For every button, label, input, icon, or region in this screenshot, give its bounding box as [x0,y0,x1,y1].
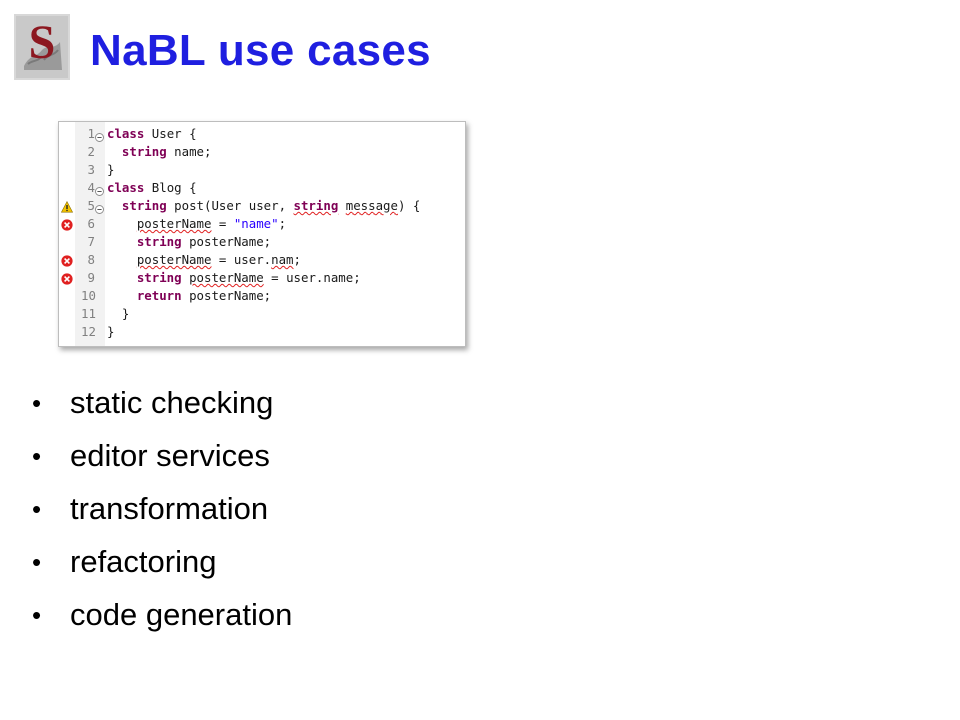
code-text: posterName = "name"; [136,216,287,231]
code-text: } [107,324,115,339]
code-line: 6 posterName = "name"; [59,215,465,233]
logo-letter: S [29,16,56,69]
code-line: 9 string posterName = user.name; [59,269,465,287]
line-number: 2 [87,144,95,159]
code-line: 7 string posterName; [59,233,465,251]
line-number: 11 [81,306,96,321]
code-line: 1 class User { [59,125,465,143]
code-text: posterName = user.nam; [136,252,301,267]
error-marker-icon[interactable] [61,272,73,285]
code-text: } [107,162,115,177]
bullet-dot: • [32,547,42,577]
error-marker-icon[interactable] [61,254,73,267]
bullet-text: refactoring [70,544,217,579]
bullet-text: code generation [70,597,293,632]
line-number-gutter [75,122,105,346]
bullet-text: editor services [70,438,270,473]
code-line: 5 string post(User user, string message)… [59,197,465,215]
bullet-item: • editor services [30,433,292,486]
error-marker-icon[interactable] [61,218,73,231]
code-text: string posterName; [136,234,272,249]
code-line: 3} [59,161,465,179]
line-number: 10 [81,288,96,303]
line-number: 7 [87,234,95,249]
code-line: 11 } [59,305,465,323]
line-number: 6 [87,216,95,231]
university-logo: S [14,14,70,80]
bullet-item: • transformation [30,486,292,539]
code-line: 2 string name; [59,143,465,161]
bullet-item: • static checking [30,380,292,433]
code-line: 8 posterName = user.nam; [59,251,465,269]
bullet-item: • refactoring [30,539,292,592]
warning-marker-icon[interactable] [60,200,74,213]
code-line: 10 return posterName; [59,287,465,305]
code-text: class User { [107,126,197,141]
bullet-dot: • [32,494,42,524]
code-text: string post(User user, string message) { [121,198,421,213]
bullet-text: transformation [70,491,269,526]
fold-toggle-icon[interactable] [95,183,104,196]
bullet-dot: • [32,441,42,471]
code-text: string posterName = user.name; [136,270,361,285]
line-number: 12 [81,324,96,339]
code-text: string name; [121,144,212,159]
line-number: 9 [87,270,95,285]
code-text: } [107,306,130,321]
fold-toggle-icon[interactable] [95,201,104,214]
university-crest-icon: S [14,14,70,80]
code-text: class Blog { [107,180,197,195]
code-line: 12} [59,323,465,341]
line-number: 4 [87,180,95,195]
use-case-list: • static checking • editor services • transfo… [30,380,292,645]
line-number: 8 [87,252,95,267]
slide-title: NaBL use cases [90,26,431,75]
bullet-text: static checking [70,385,274,420]
line-number: 3 [87,162,95,177]
line-number: 1 [87,126,95,141]
bullet-dot: • [32,600,42,630]
line-number: 5 [87,198,95,213]
code-line: 4 class Blog { [59,179,465,197]
code-text: return posterName; [136,288,272,303]
fold-toggle-icon[interactable] [95,129,104,142]
bullet-item: • code generation [30,592,292,645]
bullet-dot: • [32,388,42,418]
